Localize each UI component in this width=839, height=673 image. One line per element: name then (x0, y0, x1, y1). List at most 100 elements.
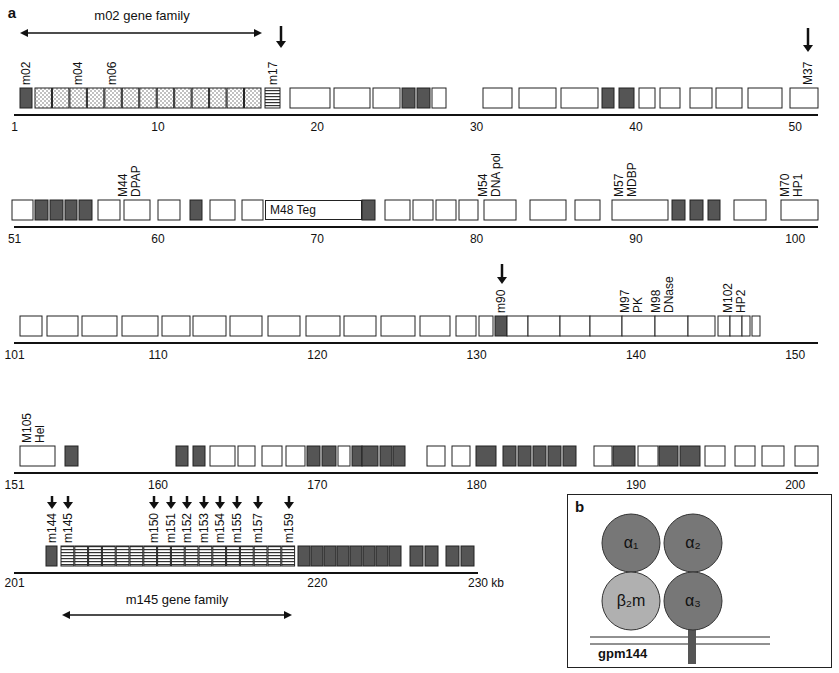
orf-box (12, 200, 33, 220)
orf-box (452, 446, 470, 466)
pointer-arrow (236, 496, 239, 503)
orf-box (262, 446, 282, 466)
orf-box (622, 316, 655, 336)
orf-box (65, 200, 77, 220)
circle-shape (664, 514, 722, 572)
orf-box (742, 316, 750, 336)
orf-box (479, 316, 493, 336)
orf-box (639, 88, 655, 108)
orf-box (50, 200, 63, 220)
pointer-arrow (280, 26, 283, 42)
orf-box (322, 446, 336, 466)
orf-box (716, 88, 742, 108)
orf-box (613, 446, 635, 466)
orf-box (781, 200, 818, 220)
genome-axis (14, 472, 818, 474)
axis-number: 200 (785, 478, 805, 492)
orf-box (98, 200, 120, 220)
orf-box (311, 546, 323, 566)
orf-box (638, 446, 658, 466)
orf-box (690, 200, 703, 220)
gene-label: M105 Hel (21, 413, 47, 443)
orf-box (70, 88, 86, 108)
range-arrowhead (284, 611, 292, 619)
orf-box (575, 200, 600, 220)
gene-label: m153 (198, 513, 211, 543)
orf-box (748, 88, 782, 108)
orf-box (790, 88, 818, 108)
orf-box (350, 546, 362, 566)
pointer-arrowhead (253, 502, 263, 509)
orf-box (456, 316, 476, 336)
axis-number: 70 (311, 232, 324, 246)
orf-box (612, 200, 668, 220)
orf-box (427, 446, 445, 466)
orf-box (459, 200, 478, 220)
orf-box (563, 446, 576, 466)
domain-circle: α₂ (663, 513, 723, 573)
orf-box (483, 88, 512, 108)
orf-name: M48 Teg (270, 203, 316, 217)
orf-box (230, 316, 262, 336)
orf-box (175, 88, 191, 108)
orf-box (65, 446, 78, 466)
orf-box (507, 316, 528, 336)
orf-box (344, 316, 376, 336)
orf-box (298, 546, 310, 566)
axis-number: 40 (629, 120, 642, 134)
orf-box (176, 446, 188, 466)
axis-number: 220 (307, 576, 327, 590)
orf-box (337, 546, 349, 566)
gene-label: M57 MDBP (613, 162, 639, 197)
gene-label: m02 (20, 62, 33, 85)
orf-box (286, 446, 305, 466)
orf-box (242, 200, 263, 220)
orf-box (495, 316, 507, 336)
gene-label: m159 (283, 513, 296, 543)
gene-label: M98 DNase (650, 276, 676, 313)
range-arrow (68, 614, 286, 616)
orf-box (446, 546, 459, 566)
orf-box (590, 316, 622, 336)
orf-box (484, 200, 516, 220)
panel-label: b (575, 498, 584, 515)
domain-label: α₃ (685, 592, 701, 610)
axis-number: 160 (148, 478, 168, 492)
genome-axis (14, 342, 818, 344)
axis-number: 20 (311, 120, 324, 134)
gene-label: m90 (495, 290, 508, 313)
orf-box (352, 446, 362, 466)
axis-number: 50 (789, 120, 802, 134)
axis-number: 170 (307, 478, 327, 492)
orf-box (210, 88, 226, 108)
orf-box (290, 88, 330, 108)
family-label: m145 gene family (123, 592, 232, 607)
orf-box (162, 316, 190, 336)
orf-box (436, 200, 456, 220)
domain-label: α₂ (685, 534, 700, 552)
orf-box (476, 446, 496, 466)
domain-label: α₁ (624, 534, 639, 552)
orf-box (190, 200, 202, 220)
transmembrane-stem (688, 626, 696, 664)
orf-box (140, 88, 156, 108)
gene-label: M54 DNA pol (477, 150, 503, 197)
orf-box (688, 316, 715, 336)
panel-label: a (8, 4, 16, 21)
axis-number: 190 (626, 478, 646, 492)
orf-box (158, 200, 180, 220)
orf-box (548, 446, 561, 466)
orf-box (730, 316, 742, 336)
gene-label: m152 (181, 513, 194, 543)
domain-circle: α₁ (601, 513, 661, 573)
axis-number: 100 (785, 232, 805, 246)
orf-box (245, 88, 261, 108)
orf-box (210, 446, 235, 466)
orf-box (122, 88, 138, 108)
range-arrowhead (254, 29, 262, 37)
pointer-arrow (170, 496, 173, 503)
orf-box (238, 446, 255, 466)
orf-box (338, 446, 350, 466)
orf-box (380, 446, 392, 466)
orf-box (362, 446, 378, 466)
